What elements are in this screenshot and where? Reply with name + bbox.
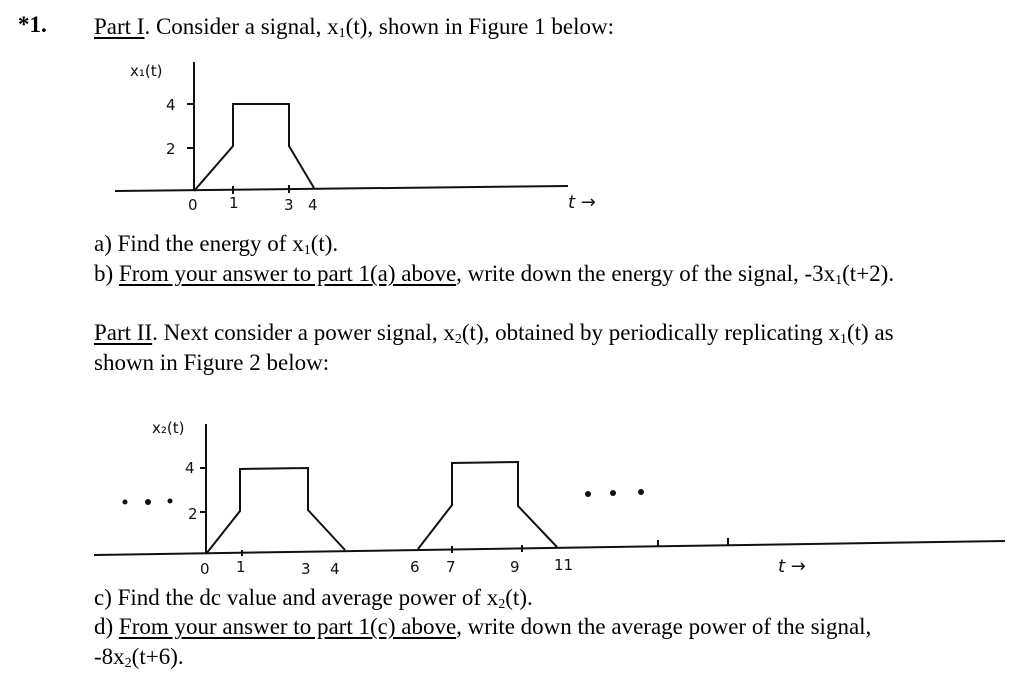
svg-text:3: 3 xyxy=(301,560,311,578)
fig2-ellipsis-left xyxy=(122,498,173,505)
fig2-x-axis xyxy=(93,540,1006,556)
part1-label: Part I xyxy=(94,14,145,39)
svg-text:4: 4 xyxy=(330,560,340,578)
fig1-signal xyxy=(193,103,315,192)
svg-text:6: 6 xyxy=(410,558,420,576)
problem-number: *1. xyxy=(18,12,47,37)
svg-text:t →: t → xyxy=(568,192,596,213)
part2-label: Part II xyxy=(94,320,153,345)
svg-text:4: 4 xyxy=(308,196,318,214)
svg-text:t →: t → xyxy=(778,556,806,577)
question-b: b) From your answer to part 1(a) above, … xyxy=(94,261,895,288)
part2-intro-line1: Part II. Next consider a power signal, x… xyxy=(94,320,894,347)
fig2-signal-period-2 xyxy=(417,460,558,550)
svg-text:1: 1 xyxy=(236,558,246,576)
question-c: c) Find the dc value and average power o… xyxy=(94,585,533,612)
svg-text:1: 1 xyxy=(229,194,239,212)
svg-text:2: 2 xyxy=(166,140,176,158)
fig2-signal-period-1 xyxy=(205,466,346,555)
svg-text:11: 11 xyxy=(554,556,573,574)
svg-text:0: 0 xyxy=(188,196,198,214)
fig1-x-axis xyxy=(114,185,569,192)
svg-text:2: 2 xyxy=(188,505,198,523)
fig2-y-label: x₂(t) xyxy=(152,419,184,437)
part1-intro: Part I. Consider a signal, x1(t), shown … xyxy=(94,14,614,41)
svg-text:4: 4 xyxy=(166,96,176,114)
question-a: a) Find the energy of x1(t). xyxy=(94,231,339,258)
fig2-ellipsis-right xyxy=(585,489,644,497)
svg-text:0: 0 xyxy=(200,560,210,578)
svg-text:3: 3 xyxy=(284,196,294,214)
question-d: d) From your answer to part 1(c) above, … xyxy=(94,614,872,639)
svg-text:4: 4 xyxy=(185,459,195,477)
svg-text:9: 9 xyxy=(510,558,520,576)
fig1-y-label: x₁(t) xyxy=(130,62,162,80)
part2-intro-line2: shown in Figure 2 below: xyxy=(94,350,330,375)
svg-text:7: 7 xyxy=(446,558,456,576)
question-d-line2: -8x2(t+6). xyxy=(94,644,184,671)
